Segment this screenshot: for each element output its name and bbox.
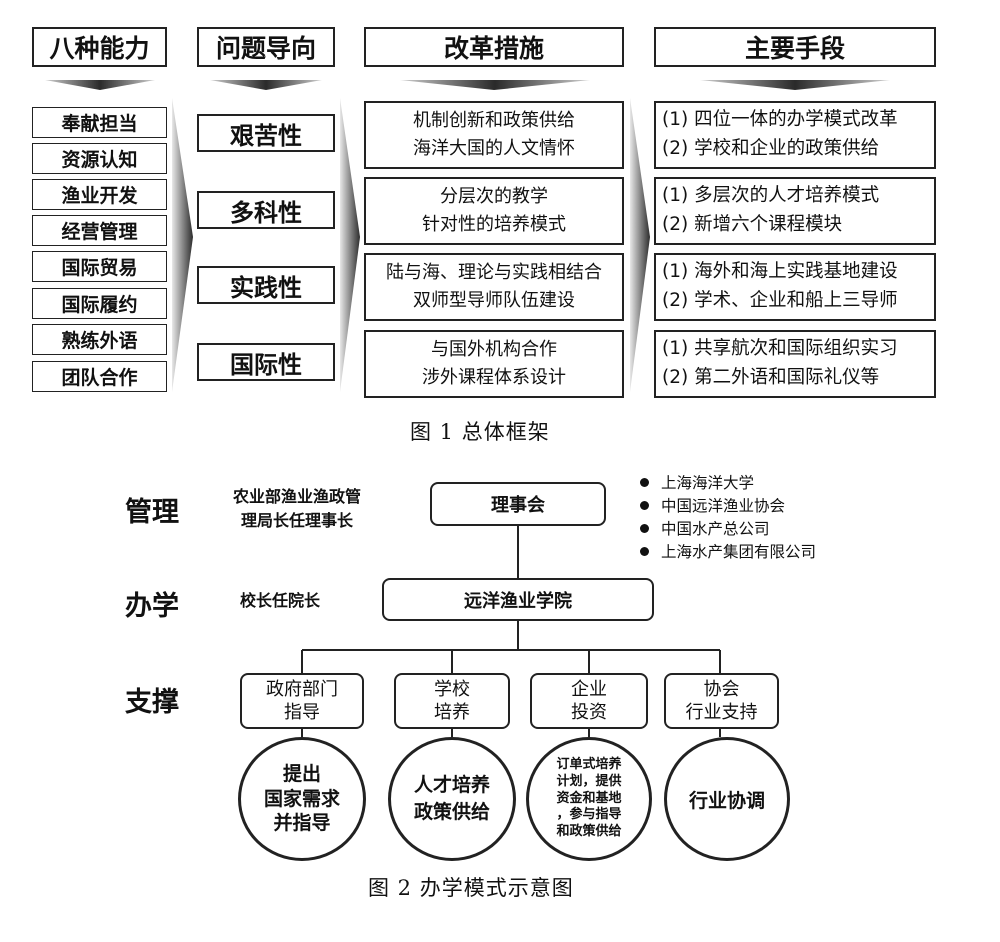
header-abilities: 八种能力 [32, 27, 167, 67]
support-box-enterprise: 企业投资 [530, 673, 648, 729]
management-note: 农业部渔业渔政管理局长任理事长 [232, 487, 361, 530]
support-box-school: 学校培养 [394, 673, 510, 729]
member-item: 上海水产集团有限公司 [640, 540, 816, 562]
means-item: (1) 共享航次和国际组织实习(2) 第二外语和国际礼仪等 [654, 330, 936, 398]
figure1-caption: 图 1 总体框架 [410, 420, 550, 444]
header-problems: 问题导向 [197, 27, 335, 67]
wedge-2 [340, 98, 360, 392]
bullet-icon [640, 500, 649, 510]
means-item: (1) 四位一体的办学模式改革(2) 学校和企业的政策供给 [654, 101, 936, 169]
means-item: (1) 多层次的人才培养模式(2) 新增六个课程模块 [654, 177, 936, 245]
row-label-school: 办学 [125, 591, 179, 622]
wedge-3 [630, 98, 650, 392]
reform-item: 分层次的教学针对性的培养模式 [364, 177, 624, 245]
reform-item: 与国外机构合作涉外课程体系设计 [364, 330, 624, 398]
row-label-support: 支撑 [125, 687, 179, 718]
college-box: 远洋渔业学院 [382, 578, 654, 621]
member-item: 上海海洋大学 [640, 471, 754, 493]
bullet-icon [640, 546, 649, 556]
ability-item: 熟练外语 [32, 324, 167, 355]
ability-item: 经营管理 [32, 215, 167, 246]
reform-item: 机制创新和政策供给海洋大国的人文情怀 [364, 101, 624, 169]
circle-school: 人才培养政策供给 [388, 737, 516, 861]
circle-enterprise: 订单式培养计划，提供资金和基地，参与指导和政策供给 [526, 737, 652, 861]
down-arrow-2 [210, 80, 322, 90]
reform-item: 陆与海、理论与实践相结合双师型导师队伍建设 [364, 253, 624, 321]
down-arrow-1 [45, 80, 155, 90]
support-box-association: 协会行业支持 [664, 673, 779, 729]
header-reforms: 改革措施 [364, 27, 624, 67]
circle-government: 提出国家需求并指导 [238, 737, 366, 861]
bullet-icon [640, 523, 649, 533]
ability-item: 团队合作 [32, 361, 167, 392]
member-item: 中国水产总公司 [640, 517, 770, 539]
ability-item: 奉献担当 [32, 107, 167, 138]
down-arrow-4 [700, 80, 890, 90]
down-arrow-3 [400, 80, 590, 90]
member-item: 中国远洋渔业协会 [640, 494, 785, 516]
header-means: 主要手段 [654, 27, 936, 67]
circle-association: 行业协调 [664, 737, 790, 861]
problem-item: 实践性 [197, 266, 335, 304]
problem-item: 艰苦性 [197, 114, 335, 152]
means-item: (1) 海外和海上实践基地建设(2) 学术、企业和船上三导师 [654, 253, 936, 321]
board-box: 理事会 [430, 482, 606, 526]
problem-item: 国际性 [197, 343, 335, 381]
support-box-government: 政府部门指导 [240, 673, 364, 729]
school-note: 校长任院长 [239, 591, 320, 610]
bullet-icon [640, 477, 649, 487]
wedge-1 [172, 98, 193, 392]
ability-item: 国际履约 [32, 288, 167, 319]
problem-item: 多科性 [197, 191, 335, 229]
figure2-caption: 图 2 办学模式示意图 [368, 876, 574, 900]
row-label-management: 管理 [125, 497, 179, 528]
ability-item: 渔业开发 [32, 179, 167, 210]
ability-item: 国际贸易 [32, 251, 167, 282]
ability-item: 资源认知 [32, 143, 167, 174]
